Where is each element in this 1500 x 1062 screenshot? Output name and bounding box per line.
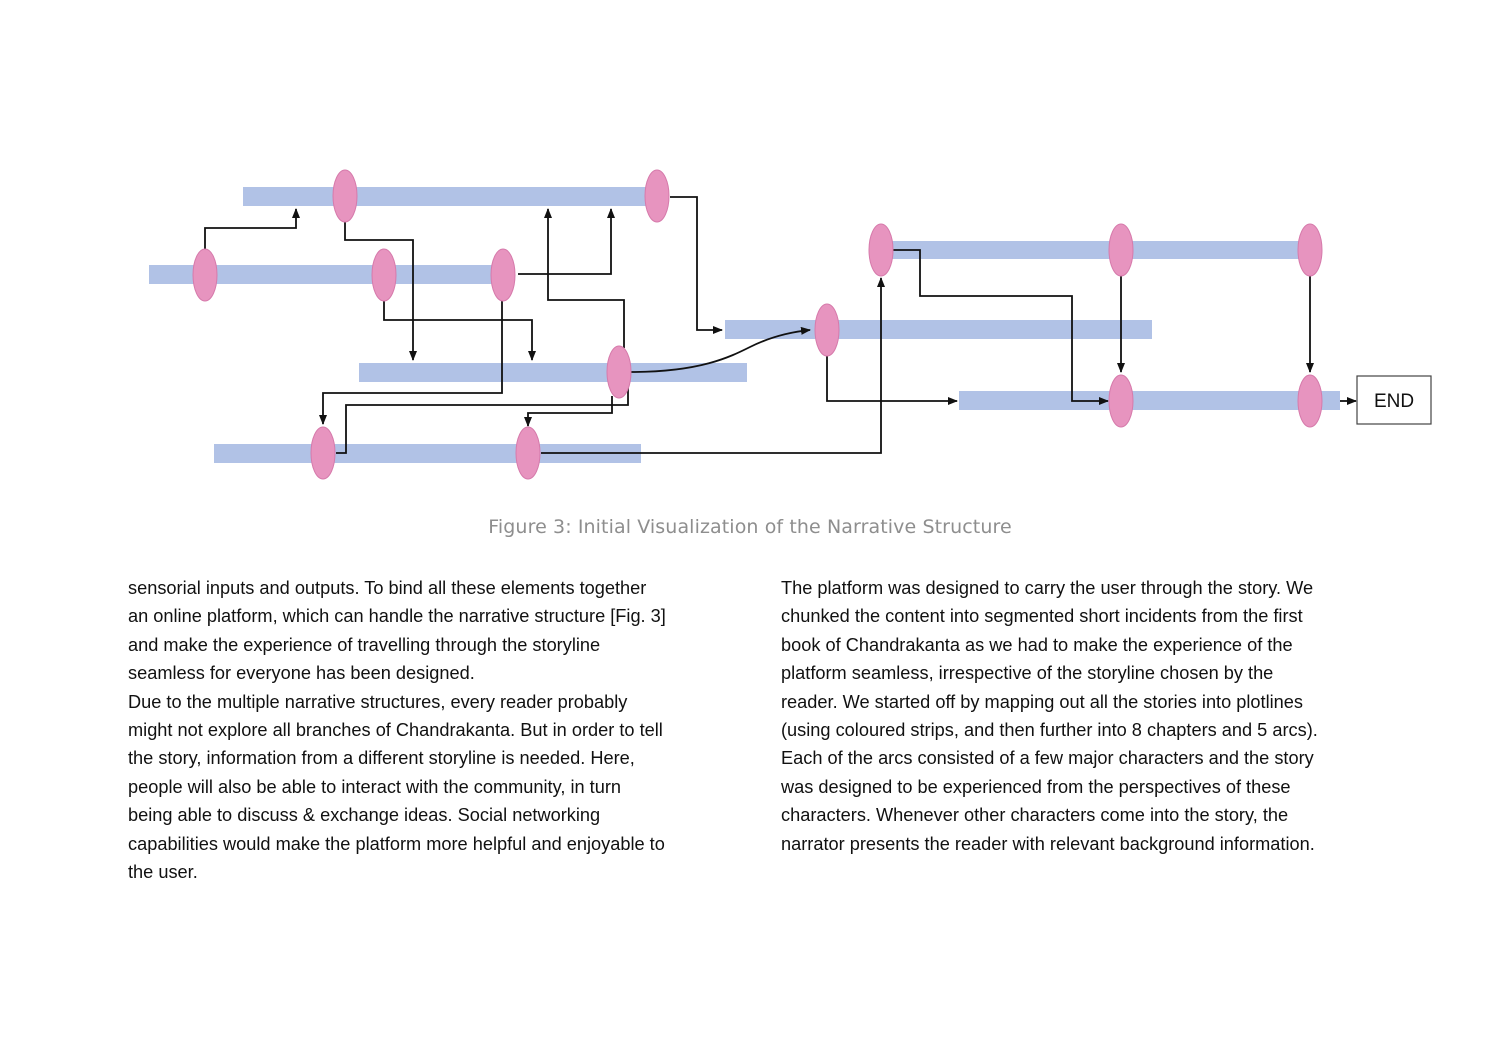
text-line: reader. We started off by mapping out al… bbox=[781, 691, 1304, 712]
text-line: the story, information from a different … bbox=[128, 748, 635, 769]
story-node bbox=[814, 303, 840, 357]
text-line: might not explore all branches of Chandr… bbox=[128, 720, 663, 741]
text-line: The platform was designed to carry the u… bbox=[781, 578, 1314, 598]
text-line: sensorial inputs and outputs. To bind al… bbox=[128, 578, 647, 598]
connector-arrow bbox=[383, 300, 536, 361]
right-text-column: The platform was designed to carry the u… bbox=[781, 574, 1391, 858]
story-node bbox=[1297, 374, 1323, 428]
plotline-strip bbox=[243, 187, 657, 206]
text-line: Due to the multiple narrative structures… bbox=[128, 691, 628, 712]
story-node bbox=[644, 169, 670, 223]
connector-arrow bbox=[630, 326, 811, 373]
story-node bbox=[371, 248, 397, 302]
connector-arrow bbox=[893, 249, 1109, 405]
story-node bbox=[515, 426, 541, 480]
narrative-structure-diagram: END bbox=[149, 169, 1432, 480]
text-line: chunked the content into segmented short… bbox=[781, 606, 1303, 627]
plotline-strip bbox=[959, 391, 1340, 410]
text-line: Each of the arcs consisted of a few majo… bbox=[781, 748, 1314, 769]
connector-arrow bbox=[670, 196, 723, 334]
text-line: book of Chandrakanta as we had to make t… bbox=[781, 634, 1293, 655]
connector-arrow bbox=[319, 300, 503, 425]
connector-arrow bbox=[544, 208, 625, 348]
text-line: platform seamless, irrespective of the s… bbox=[781, 663, 1274, 684]
paragraph: The platform was designed to carry the u… bbox=[781, 574, 1391, 858]
story-node bbox=[192, 248, 218, 302]
text-line: was designed to be experienced from the … bbox=[781, 776, 1291, 797]
story-node bbox=[606, 345, 632, 399]
text-line: seamless for everyone has been designed. bbox=[128, 663, 475, 684]
connector-arrow bbox=[541, 277, 885, 454]
text-line: and make the experience of travelling th… bbox=[128, 634, 601, 655]
paragraph: sensorial inputs and outputs. To bind al… bbox=[128, 574, 738, 688]
connector-arrow bbox=[518, 208, 615, 275]
text-line: the user. bbox=[128, 862, 198, 883]
story-node bbox=[1297, 223, 1323, 277]
text-line: (using coloured strips, and then further… bbox=[781, 720, 1318, 741]
connector-arrow bbox=[204, 208, 300, 249]
story-node bbox=[1108, 223, 1134, 277]
story-node bbox=[1108, 374, 1134, 428]
story-node bbox=[310, 426, 336, 480]
left-text-column: sensorial inputs and outputs. To bind al… bbox=[128, 574, 738, 886]
plotline-strip bbox=[725, 320, 1152, 339]
text-line: people will also be able to interact wit… bbox=[128, 776, 621, 797]
figure-caption: Figure 3: Initial Visualization of the N… bbox=[488, 516, 1012, 538]
connector-arrow bbox=[524, 396, 613, 427]
story-node bbox=[332, 169, 358, 223]
plotline-strip bbox=[880, 241, 1310, 259]
story-node bbox=[868, 223, 894, 277]
text-line: capabilities would make the platform mor… bbox=[128, 833, 665, 854]
text-line: an online platform, which can handle the… bbox=[128, 606, 666, 627]
text-line: characters. Whenever other characters co… bbox=[781, 805, 1289, 826]
end-box bbox=[1356, 375, 1432, 425]
connector-arrow bbox=[344, 221, 417, 361]
end-label: END bbox=[1374, 391, 1414, 412]
connector-arrow bbox=[336, 380, 629, 454]
paragraph: Due to the multiple narrative structures… bbox=[128, 688, 738, 887]
plotline-strip bbox=[359, 363, 747, 382]
text-line: narrator presents the reader with releva… bbox=[781, 833, 1315, 854]
connector-arrow bbox=[826, 356, 958, 405]
story-node bbox=[490, 248, 516, 302]
text-line: being able to discuss & exchange ideas. … bbox=[128, 805, 601, 826]
